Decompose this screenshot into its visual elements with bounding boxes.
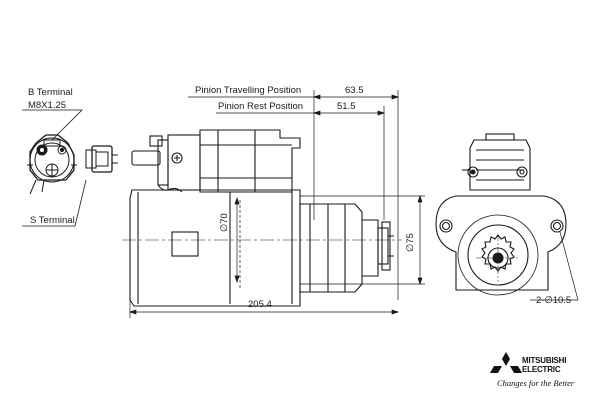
terminal-end-view	[27, 134, 118, 195]
s-terminal-label: S Terminal	[30, 215, 75, 226]
pinion-travel-label: Pinion Travelling Position	[195, 85, 302, 96]
b-terminal-label: B Terminal	[28, 87, 73, 98]
pinion-rest-value: 51.5	[337, 101, 356, 112]
dia-75-label: ∅75	[405, 233, 416, 252]
flange-front-view	[435, 133, 567, 296]
brand-slogan: Changes for the Better	[497, 378, 575, 388]
b-terminal-thread-label: M8X1.25	[28, 100, 67, 111]
dim-dia-70	[234, 196, 240, 284]
pinion-rest-label: Pinion Rest Position	[218, 101, 304, 112]
mount-holes-label: 2-∅10.5	[536, 295, 572, 306]
terminal-leaders	[22, 109, 87, 227]
side-view	[122, 129, 402, 307]
brand-line-2: ELECTRIC	[522, 365, 561, 374]
dim-pinion-rest	[216, 90, 386, 220]
dim-pinion-travel	[188, 90, 400, 300]
pinion-travel-value: 63.5	[345, 85, 364, 96]
dia-70-label: ∅70	[219, 213, 230, 232]
dim-overall-length	[128, 300, 400, 318]
mount-hole-leader	[530, 231, 579, 301]
brand-name: MITSUBISHI ELECTRIC	[522, 356, 566, 374]
brand-line-1: MITSUBISHI	[522, 356, 567, 365]
dim-dia-75	[300, 194, 425, 286]
overall-length-label: 205.4	[248, 299, 272, 310]
three-diamonds-logo	[490, 352, 522, 373]
